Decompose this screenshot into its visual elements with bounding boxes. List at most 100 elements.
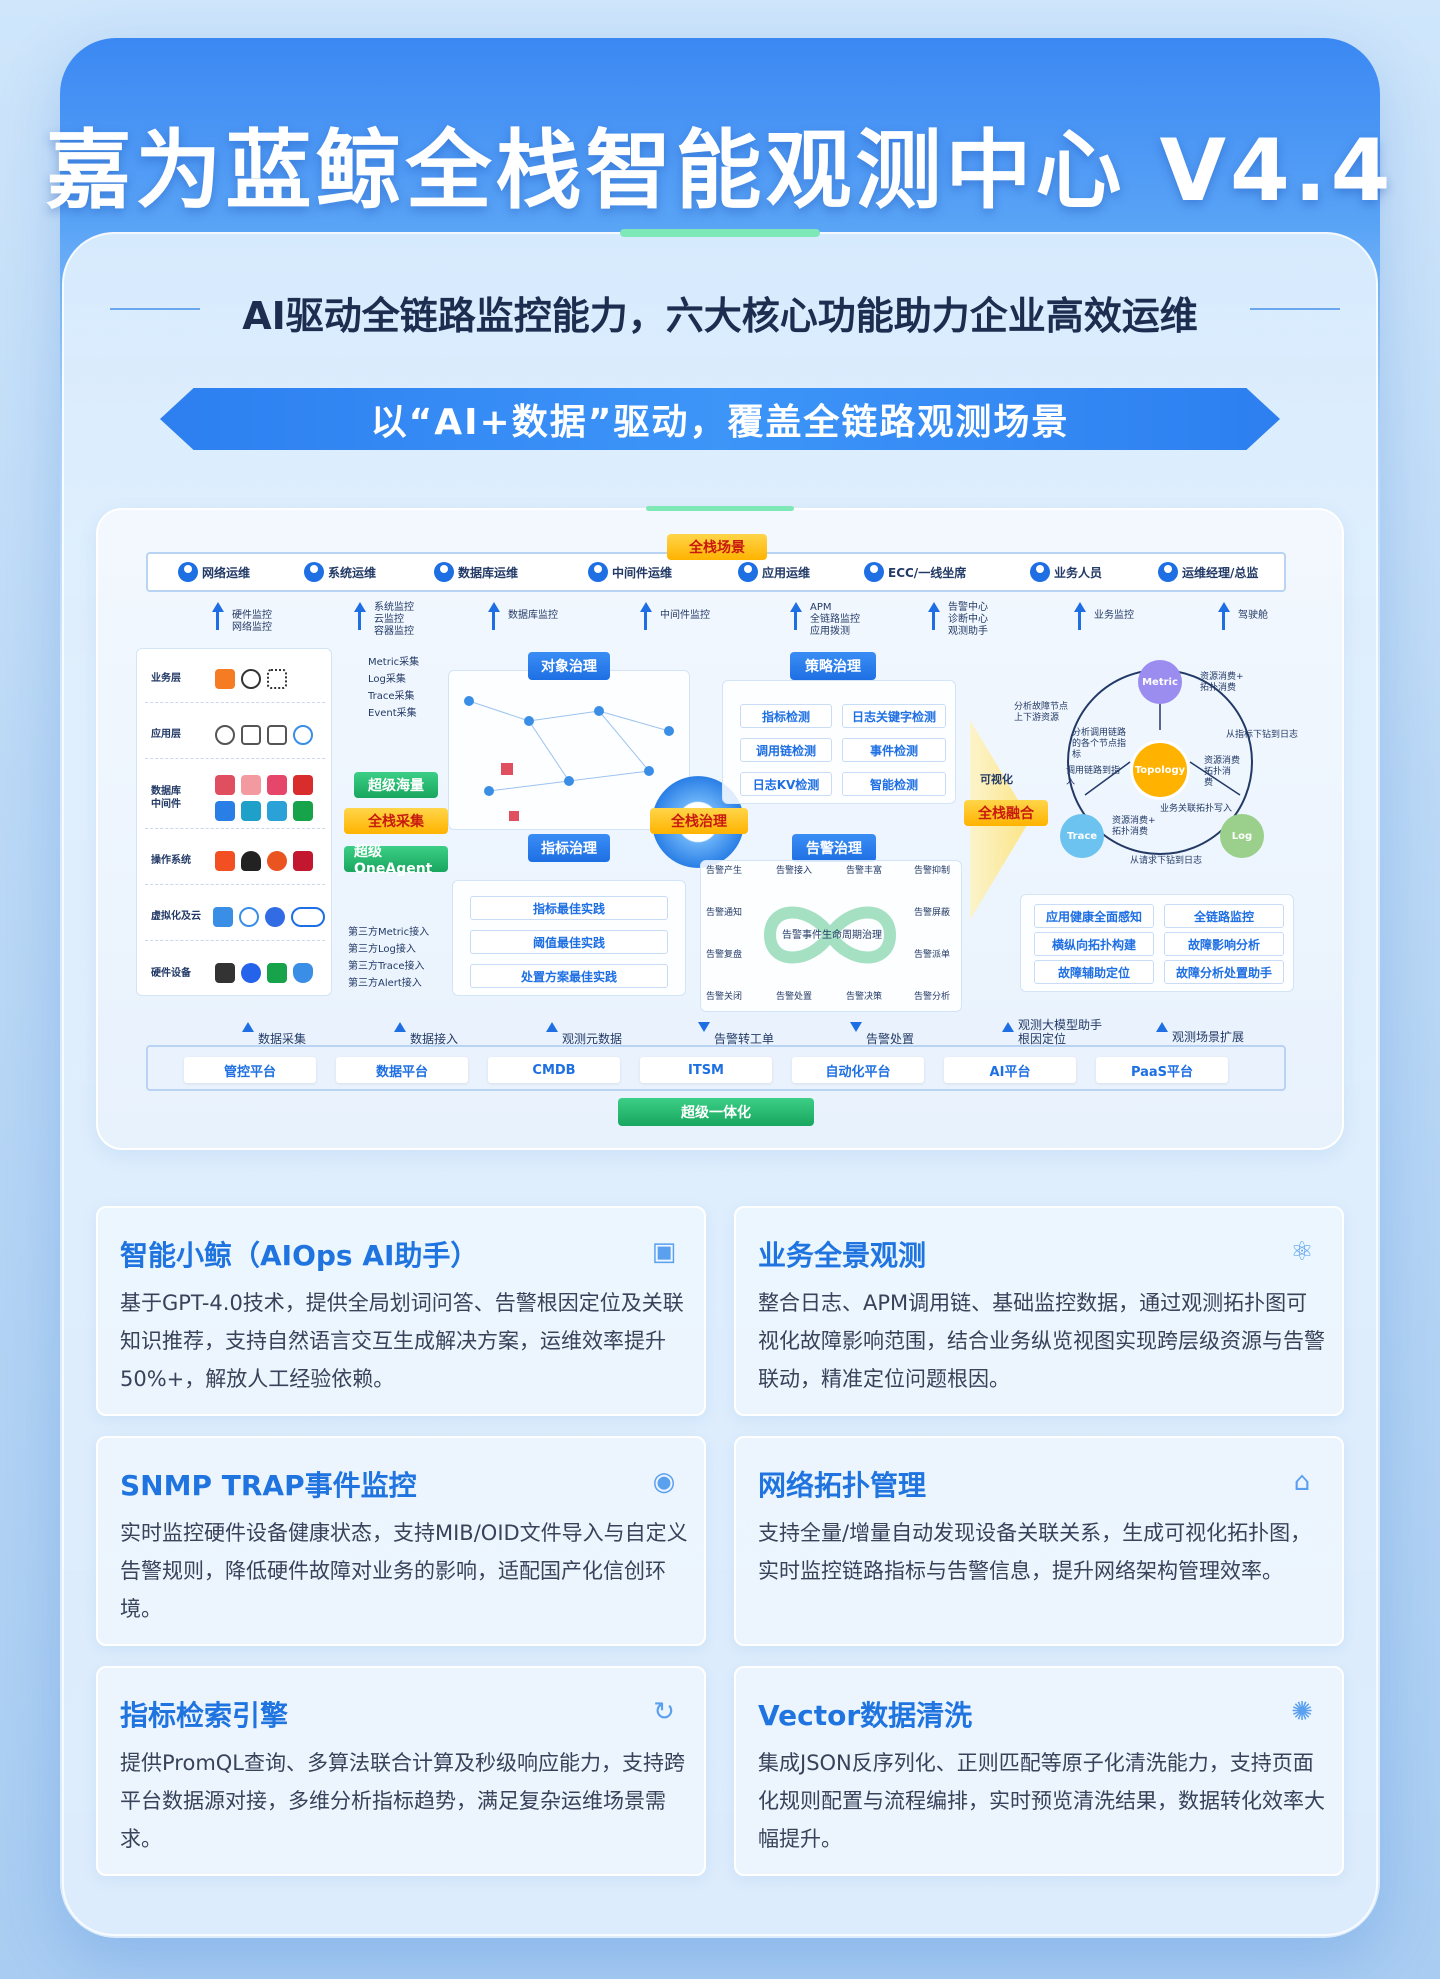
layer-row: 虚拟化及云 (145, 893, 325, 941)
arrow-stem (644, 612, 647, 630)
person-icon (304, 562, 324, 582)
platform-item: CMDB (488, 1057, 620, 1083)
flow-label: 数据接入 (410, 1032, 459, 1046)
link-icon (293, 724, 313, 745)
clock-icon (241, 668, 261, 689)
fusion-capability: 全链路监控 (1164, 904, 1284, 928)
role-use-text: 告警中心 诊断中心 观测助手 (948, 602, 988, 637)
alarm-step: 告警接入 (776, 866, 813, 876)
person-icon (738, 562, 758, 582)
person-icon (588, 562, 608, 582)
feature-card-title: Vector数据清洗 (758, 1699, 973, 1732)
arrow-up-icon (354, 602, 366, 612)
feature-card: Vector数据清洗 ✺ 集成JSON反序列化、正则匹配等原子化清洗能力，支持页… (734, 1666, 1344, 1876)
hub-note: 资源消费+ 拓扑消费 (1112, 816, 1156, 837)
person-icon (864, 562, 884, 582)
hub-node: Trace (1060, 814, 1104, 858)
fusion-capability: 故障辅助定位 (1034, 960, 1154, 984)
arrow-down-icon (850, 1022, 862, 1032)
ubuntu-icon (267, 850, 287, 871)
hub-note: 资源消费+ 拓扑消费 (1200, 672, 1244, 693)
feature-card: 智能小鲸（AIOps AI助手） ▣ 基于GPT-4.0技术，提供全局划词问答、… (96, 1206, 706, 1416)
feature-card-title: SNMP TRAP事件监控 (120, 1469, 417, 1502)
arrow-up-icon (640, 602, 652, 612)
tag-fullstack-scene: 全栈场景 (667, 534, 767, 560)
feature-card: SNMP TRAP事件监控 ◉ 实时监控硬件设备健康状态，支持MIB/OID文件… (96, 1436, 706, 1646)
role-use-text: 硬件监控 网络监控 (232, 610, 272, 633)
platform-item: PaaS平台 (1096, 1057, 1228, 1083)
layer-row: 硬件设备 (145, 949, 325, 997)
arrow-up-icon (488, 602, 500, 612)
role-item: 运维经理/总监 (1158, 562, 1258, 582)
role-item: 应用运维 (738, 562, 810, 582)
arrow-stem (1078, 612, 1081, 630)
redhat-icon (293, 850, 313, 871)
arrow-up-icon (1218, 602, 1230, 612)
title-accent-bar (620, 229, 820, 237)
redis-icon (215, 774, 235, 795)
copy-icon (267, 724, 287, 745)
role-item: ECC/一线坐席 (864, 562, 966, 582)
arrow-stem (932, 612, 935, 630)
detection-item: 事件检测 (842, 738, 946, 762)
person-icon (178, 562, 198, 582)
arrow-stem (1222, 612, 1225, 630)
feature-card-title: 指标检索引擎 (120, 1699, 289, 1732)
hub-node: Metric (1138, 660, 1182, 704)
layer-row: 数据库 中间件 (145, 767, 325, 829)
db-icon (267, 774, 287, 795)
arrow-up-icon (928, 602, 940, 612)
role-use-text: 数据库监控 (508, 610, 558, 621)
role-item: 数据库运维 (434, 562, 518, 582)
visual-label: 可视化 (980, 773, 1013, 786)
infinity-loop-icon (763, 906, 897, 964)
third-party-access: 第三方Metric接入 第三方Log接入 第三方Trace接入 第三方Alert… (348, 927, 430, 989)
subtitle: AI驱动全链路监控能力，六大核心功能助力企业高效运维 (242, 294, 1198, 338)
db-icon (241, 800, 261, 821)
detection-item: 日志KV检测 (740, 772, 832, 796)
hub-note: 调用链路到指 入 (1066, 766, 1121, 787)
role-use-text: 驾驶舱 (1238, 610, 1268, 621)
best-practice-item: 指标最佳实践 (470, 896, 668, 920)
network-icon (267, 668, 287, 689)
feature-card-body: 基于GPT-4.0技术，提供全局划词问答、告警根因定位及关联知识推荐，支持自然语… (120, 1291, 684, 1391)
tag-strategy-governance: 策略治理 (790, 652, 876, 680)
mysql-icon (215, 800, 235, 821)
hub-note: 业务关联拓扑写入 (1160, 804, 1233, 814)
topology-graph (464, 696, 674, 821)
feature-card-body: 提供PromQL查询、多算法联合计算及秒级响应能力，支持跨平台数据源对接，多维分… (120, 1751, 685, 1851)
alarm-step: 告警通知 (706, 908, 743, 918)
page-title: 嘉为蓝鲸全栈智能观测中心 V4.4 (45, 121, 1395, 221)
chart-icon (215, 668, 235, 689)
collect-types: Metric采集 Log采集 Trace采集 Event采集 (368, 657, 420, 719)
flow-label: 观测元数据 (562, 1032, 623, 1046)
tag-unified: 超级一体化 (618, 1098, 814, 1126)
feature-card-title: 智能小鲸（AIOps AI助手） (120, 1239, 479, 1272)
fusion-capability: 应用健康全面感知 (1034, 904, 1154, 928)
platform-item: AI平台 (944, 1057, 1076, 1083)
feature-card-body: 集成JSON反序列化、正则匹配等原子化清洗能力，支持页面化规则配置与流程编排，实… (758, 1751, 1325, 1851)
detection-item: 调用链检测 (740, 738, 832, 762)
platform-item: 自动化平台 (792, 1057, 924, 1083)
ceph-icon (291, 906, 325, 927)
platform-item: 管控平台 (184, 1057, 316, 1083)
role-item: 业务人员 (1030, 562, 1102, 582)
role-use-text: 中间件监控 (660, 610, 710, 621)
globe-icon (215, 724, 235, 745)
atom-icon: ⚛ (1290, 1237, 1314, 1267)
arrow-stem (492, 612, 495, 630)
alarm-step: 告警派单 (914, 950, 951, 960)
hub-node: Log (1220, 814, 1264, 858)
arrow-up-icon (546, 1022, 558, 1032)
eye-icon: ◉ (652, 1467, 676, 1497)
person-icon (1158, 562, 1178, 582)
arrow-up-icon (394, 1022, 406, 1032)
switch-icon (267, 963, 287, 983)
arrow-down-icon (698, 1022, 710, 1032)
feature-card: 网络拓扑管理 ⌂ 支持全量/增量自动发现设备关联关系，生成可视化拓扑图，实时监控… (734, 1436, 1344, 1646)
diagram-accent-bar (646, 506, 794, 511)
linux-icon (241, 850, 261, 871)
feature-card: 指标检索引擎 ↻ 提供PromQL查询、多算法联合计算及秒级响应能力，支持跨平台… (96, 1666, 706, 1876)
detection-item: 智能检测 (842, 772, 946, 796)
tag-object-governance: 对象治理 (528, 652, 610, 680)
